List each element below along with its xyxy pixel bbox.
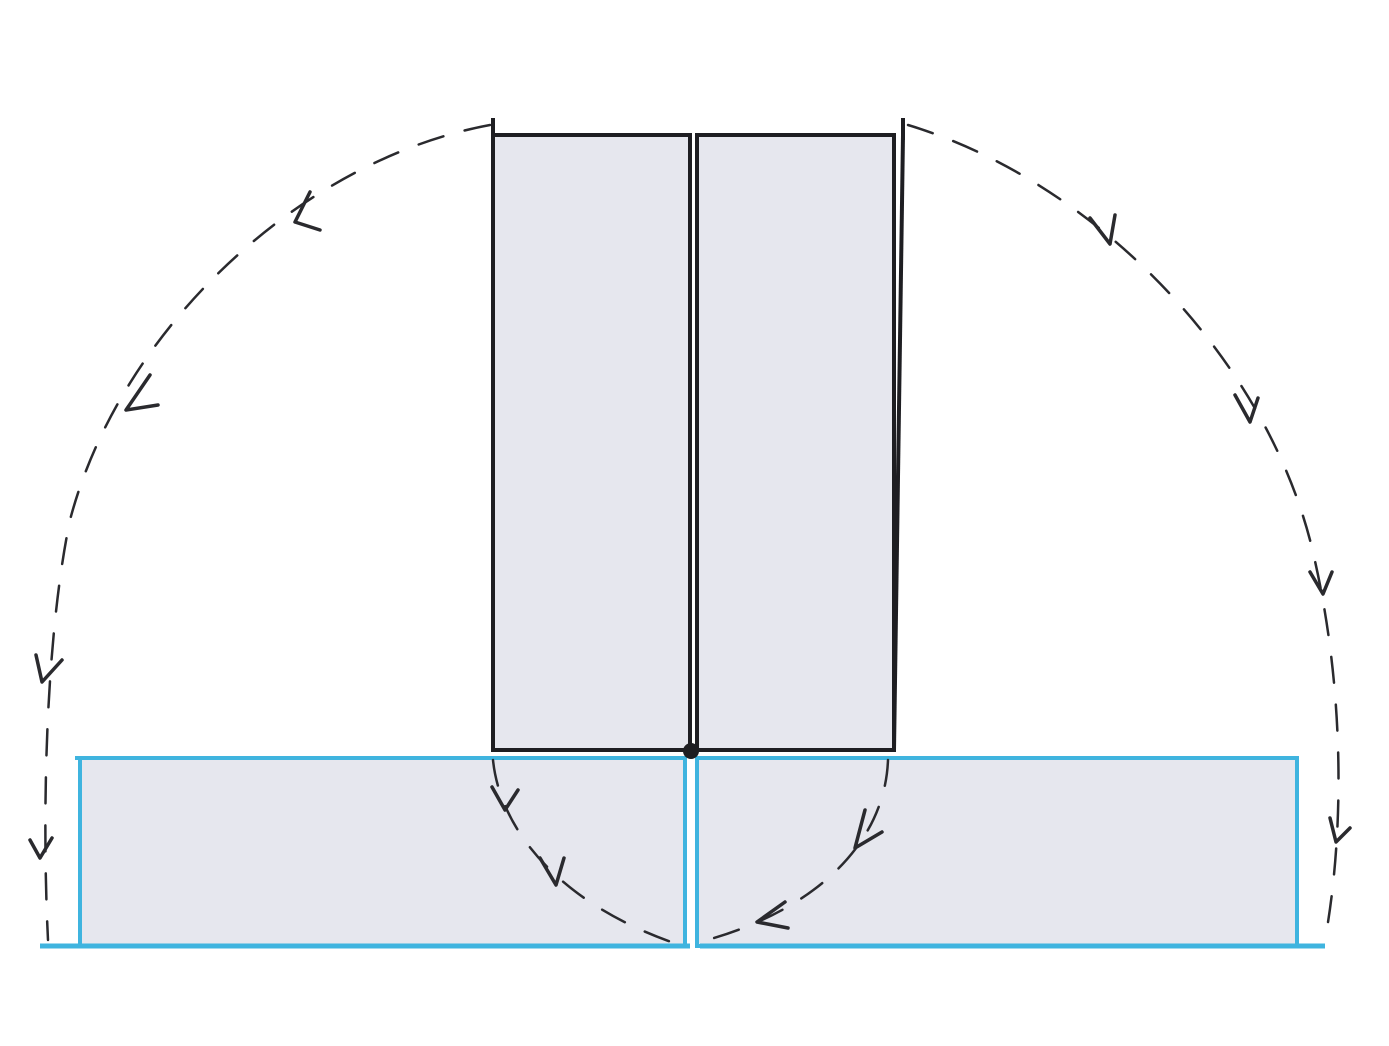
folded-panels [40,756,1325,949]
inner-arrowheads [490,785,884,930]
arrowhead-icon [34,653,64,684]
arrowhead-icon [293,190,322,232]
arrowhead-icon [1233,393,1260,424]
arrowhead-icon [1308,570,1334,596]
arrowhead-icon [538,856,566,887]
upright-right-edge [892,134,905,751]
inner-right-swing-arc [698,758,890,944]
folded-panel-right [695,756,1299,948]
arrowhead-icon [1088,213,1117,246]
arrowhead-icon [490,785,520,812]
arrowhead-icon [124,373,160,412]
folded-panel-left [78,756,687,948]
arrowhead-icon [755,900,790,930]
upright-panel-left [491,133,692,752]
outer-right-swing-arc [906,123,1340,942]
arrowhead-icon [1328,816,1352,844]
upright-panel-right [695,133,896,752]
outer-left-swing-arc [44,123,492,942]
arrowhead-icon [28,836,54,860]
upright-panels [491,118,905,752]
motion-arrows-outer [44,123,1340,942]
outer-left-arrowheads [28,190,322,860]
arrowhead-icon [853,808,884,850]
outer-right-arrowheads [1088,213,1352,844]
pivot-dot-icon [683,743,699,759]
